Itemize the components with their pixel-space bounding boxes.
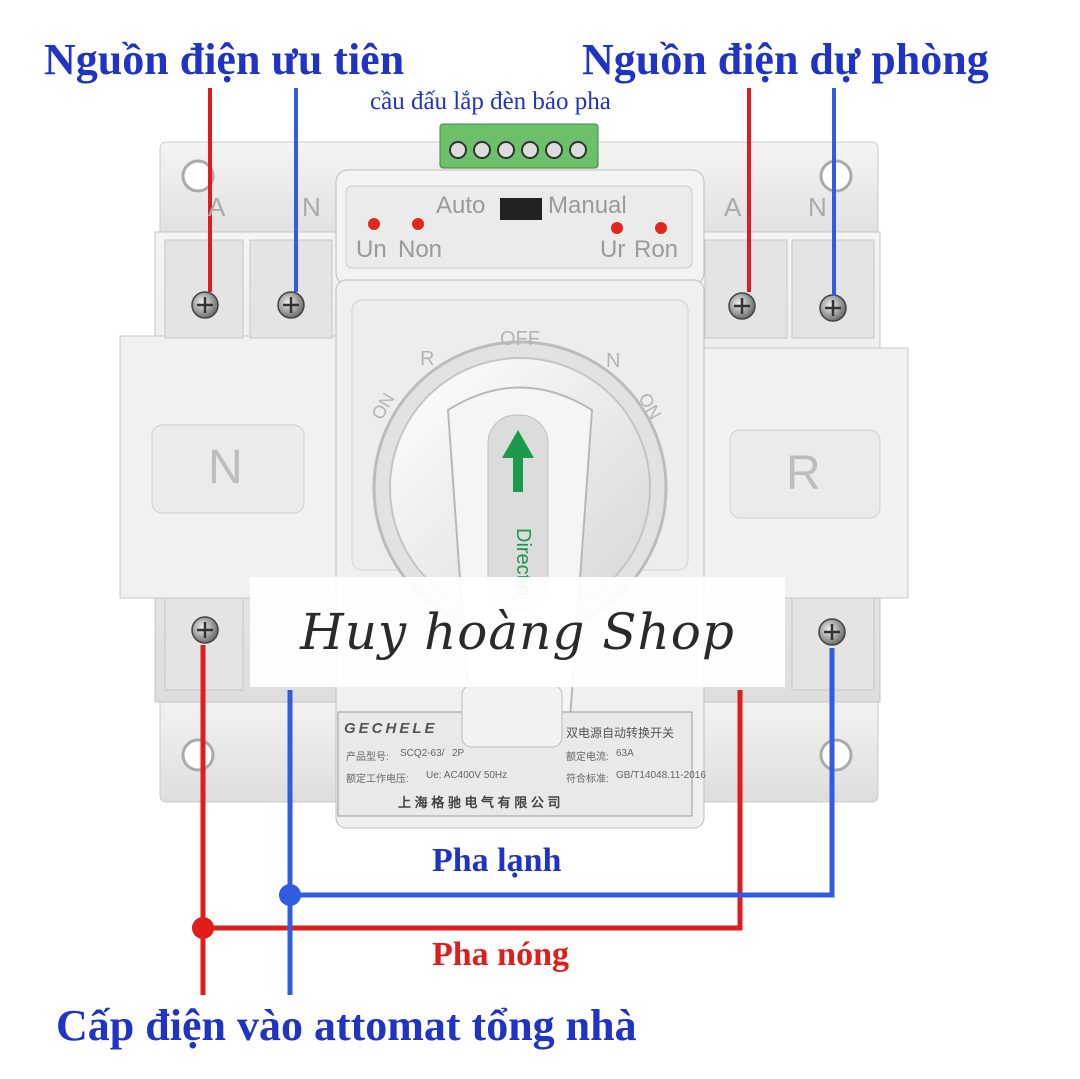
- neutral-output-wire: [287, 648, 835, 898]
- led-un: [368, 218, 380, 230]
- led-ur-label: Ur: [600, 236, 626, 263]
- neutral-line-label: Pha lạnh: [432, 842, 562, 879]
- auto-manual-switch: [500, 198, 542, 220]
- terminal-block-screws: [449, 141, 587, 159]
- plate-voltage-label: 额定工作电压:: [346, 774, 409, 785]
- mount-hole-bottom-right: [819, 738, 853, 772]
- plate-current-label: 额定电流:: [566, 752, 609, 763]
- plate-current: 63A: [616, 748, 634, 759]
- side-n-label: N: [208, 441, 243, 494]
- led-ron-label: Ron: [634, 236, 679, 263]
- terminal-slot-1: [164, 239, 244, 339]
- knob-lower-tab: [461, 684, 563, 748]
- terminal-slot-3: [704, 239, 788, 339]
- screw-slots: [197, 297, 841, 640]
- phase-n-right: N: [808, 192, 827, 222]
- plate-standard: GB/T14048.11-2016: [616, 770, 706, 781]
- mode-manual-label: Manual: [548, 192, 627, 219]
- plate-voltage: Ue: AC400V 50Hz: [426, 770, 508, 781]
- plate-standard-label: 符合标准:: [566, 774, 609, 785]
- phase-n-left: N: [302, 192, 321, 222]
- plate-title: 双电源自动转换开关: [566, 726, 675, 740]
- plate-company: 上 海 格 驰 电 气 有 限 公 司: [398, 795, 561, 810]
- direction-arrow-icon: [502, 430, 534, 492]
- led-non: [412, 218, 424, 230]
- led-ron: [655, 222, 667, 234]
- terminal-slot-2: [249, 239, 333, 339]
- mount-hole-bottom-left: [181, 738, 215, 772]
- led-ur: [611, 222, 623, 234]
- hot-output-wire: [200, 645, 743, 931]
- shop-watermark: Huy hoàng Shop: [250, 577, 785, 687]
- led-un-label: Un: [356, 236, 387, 263]
- mount-hole-top-left: [181, 159, 215, 193]
- dial-n-label: N: [606, 350, 621, 372]
- side-r-label: R: [786, 447, 821, 500]
- dial-off-label: OFF: [500, 328, 540, 350]
- output-note-label: Cấp điện vào attomat tổng nhà: [56, 1001, 637, 1050]
- r-label-plate: [729, 429, 881, 519]
- hot-line-label: Pha nóng: [432, 936, 569, 973]
- plate-poles: 2P: [452, 748, 465, 759]
- plate-model-label: 产品型号:: [346, 752, 389, 763]
- backup-source-label: Nguồn điện dự phòng: [582, 35, 989, 84]
- indicator-panel: [345, 185, 693, 269]
- terminal-block-label: cầu đấu lắp đèn báo pha: [370, 88, 611, 115]
- mode-auto-label: Auto: [436, 192, 486, 219]
- phase-a-right: A: [724, 192, 742, 222]
- hot-junction-dot: [192, 917, 214, 939]
- phase-a-left: A: [208, 192, 226, 222]
- plate-model: SCQ2-63/: [400, 748, 445, 759]
- dial-r-label: R: [420, 348, 435, 370]
- priority-source-label: Nguồn điện ưu tiên: [44, 35, 405, 84]
- led-non-label: Non: [398, 236, 443, 263]
- n-label-plate: [151, 424, 305, 514]
- neutral-junction-dot: [279, 884, 301, 906]
- plate-brand: GECHELE: [344, 720, 438, 737]
